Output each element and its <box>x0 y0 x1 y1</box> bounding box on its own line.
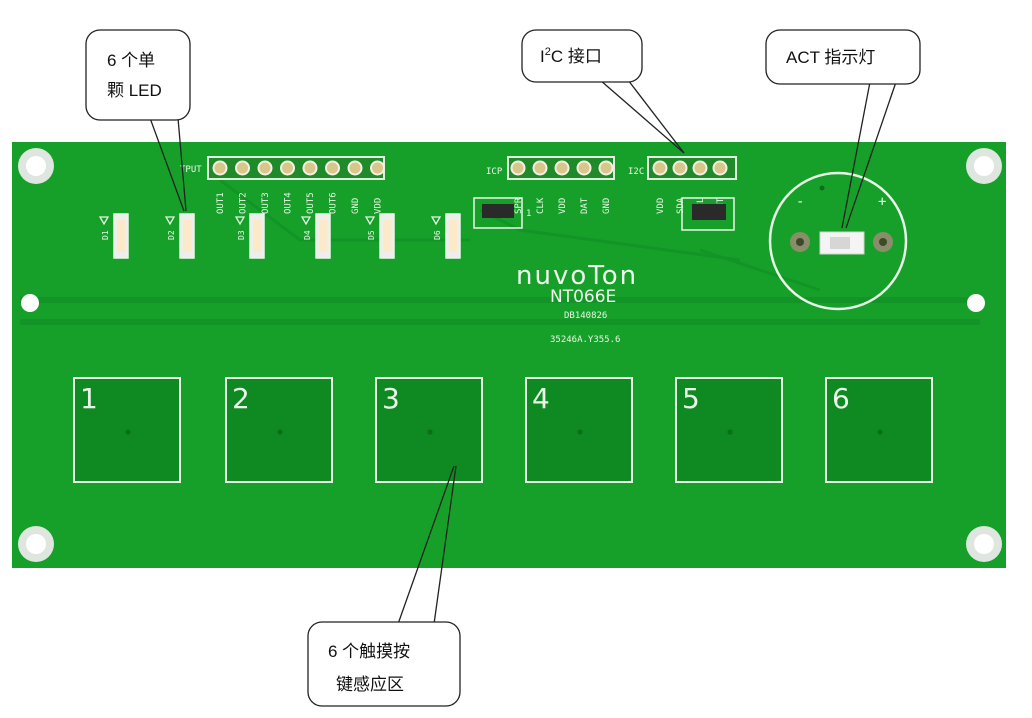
mounting-hole <box>967 294 985 312</box>
svg-text:I2C 接口: I2C 接口 <box>540 46 602 66</box>
touch-key-2[interactable]: 2 <box>225 377 333 483</box>
led-6: D6 <box>430 213 461 259</box>
touch-key-number: 6 <box>832 382 850 415</box>
output-pin <box>212 160 228 176</box>
callout-touch-line2: 键感应区 <box>336 675 404 694</box>
touch-key-6[interactable]: 6 <box>825 377 933 483</box>
icp-pin <box>598 160 614 176</box>
output-pin <box>347 160 363 176</box>
i2c-header-label: I2C <box>628 167 644 177</box>
callout-act-text: ACT 指示灯 <box>786 48 875 67</box>
output-pin-label: OUT4 <box>284 192 294 214</box>
i2c-jumper <box>681 197 735 231</box>
mounting-hole <box>966 526 1002 562</box>
icp-pin <box>554 160 570 176</box>
touch-key-number: 1 <box>80 382 98 415</box>
output-pin-label: OUT1 <box>216 192 226 214</box>
output-header: TPUT OUT1 OUT2 OUT3 OUT4 OUT5 OUT6 GND VDD <box>180 156 385 214</box>
icp-pin-label: SPR <box>514 197 524 214</box>
output-pin <box>235 160 250 176</box>
touch-key-4[interactable]: 4 <box>525 377 633 483</box>
led-label: D2 <box>167 230 176 240</box>
i2c-pin-label: SDA <box>676 197 686 214</box>
touch-key-number: 4 <box>532 382 550 415</box>
callout-act: ACT 指示灯 <box>765 29 921 229</box>
icp-jumper: 1 <box>473 197 531 229</box>
date-code: DB140826 <box>564 311 607 321</box>
output-pin <box>280 160 295 176</box>
output-pin <box>325 160 340 176</box>
act-plus-label: + <box>878 194 886 210</box>
output-pin-label: OUT6 <box>329 192 339 214</box>
output-pin <box>257 160 273 176</box>
callout-touch-line1: 6 个触摸按 <box>328 642 410 661</box>
led-5: D5 <box>364 213 395 259</box>
i2c-callout-prefix: I <box>540 47 545 66</box>
i2c-pin-label: VDD <box>656 198 666 214</box>
i2c-header: I2C VDDSDASCLINT <box>628 156 737 214</box>
led-4: D4 <box>300 213 331 259</box>
output-pin-label: VDD <box>374 198 384 214</box>
output-pin-label: OUT2 <box>239 192 249 214</box>
led-1: D1 <box>98 213 129 259</box>
callout-leds-line2: 颗 LED <box>107 81 162 100</box>
i2c-callout-suffix: C 接口 <box>551 47 602 66</box>
led-label: D1 <box>101 230 110 240</box>
act-indicator: - + <box>768 171 908 311</box>
branding: nuvoTon NT066E DB140826 35246A.Y355.6 <box>516 261 638 345</box>
icp-header: ICP SPR CLK VDD DAT GND <box>486 156 615 214</box>
led-label: D6 <box>433 230 442 240</box>
led-label: D5 <box>367 230 376 240</box>
output-pin <box>370 160 385 176</box>
touch-key-5[interactable]: 5 <box>675 377 783 483</box>
mounting-hole <box>18 526 54 562</box>
touch-key-number: 2 <box>232 382 250 415</box>
led-label: D4 <box>303 230 312 240</box>
i2c-pin <box>672 160 688 176</box>
model-label: NT066E <box>550 287 616 307</box>
touch-key-1[interactable]: 1 <box>73 377 181 483</box>
i2c-pin <box>712 160 728 176</box>
revision-code: 35246A.Y355.6 <box>550 335 620 345</box>
output-pin-label: GND <box>351 198 361 214</box>
output-pin-label: OUT5 <box>306 192 316 214</box>
jumper-mark: 1 <box>526 209 531 219</box>
touch-key-number: 3 <box>382 382 400 415</box>
led-2: D2 <box>164 213 195 259</box>
icp-pin-label: GND <box>602 198 612 214</box>
callout-touch: 6 个触摸按 键感应区 <box>307 465 461 707</box>
led-row: D1 D2 D3 D4 D5 D6 <box>98 213 461 259</box>
callout-leds-line1: 6 个单 <box>107 51 155 70</box>
mounting-hole <box>21 294 39 312</box>
touch-key-row: 1 2 3 4 5 6 <box>73 377 933 483</box>
icp-pin-label: CLK <box>536 197 546 214</box>
i2c-pin <box>692 160 708 176</box>
act-minus-label: - <box>796 194 804 210</box>
touch-key-number: 5 <box>682 382 700 415</box>
i2c-pin <box>652 160 668 176</box>
callout-leds: 6 个单 颗 LED <box>85 29 191 212</box>
icp-pin-label: VDD <box>558 198 568 214</box>
icp-pin <box>532 160 548 176</box>
icp-pin-label: DAT <box>580 197 590 214</box>
output-pin-label: OUT3 <box>261 192 271 214</box>
output-header-label: TPUT <box>180 165 202 175</box>
touch-key-3[interactable]: 3 <box>375 377 483 483</box>
i2c-callout-sup: 2 <box>545 46 551 58</box>
brand-logo: nuvoTon <box>516 261 638 291</box>
callout-i2c: I2C 接口 <box>521 29 685 154</box>
mounting-hole <box>966 148 1002 184</box>
icp-header-label: ICP <box>486 167 503 177</box>
output-pin <box>302 160 318 176</box>
mounting-hole <box>18 148 54 184</box>
icp-pin <box>510 160 526 176</box>
led-3: D3 <box>234 213 265 259</box>
led-label: D3 <box>237 230 246 240</box>
icp-pin <box>576 160 592 176</box>
